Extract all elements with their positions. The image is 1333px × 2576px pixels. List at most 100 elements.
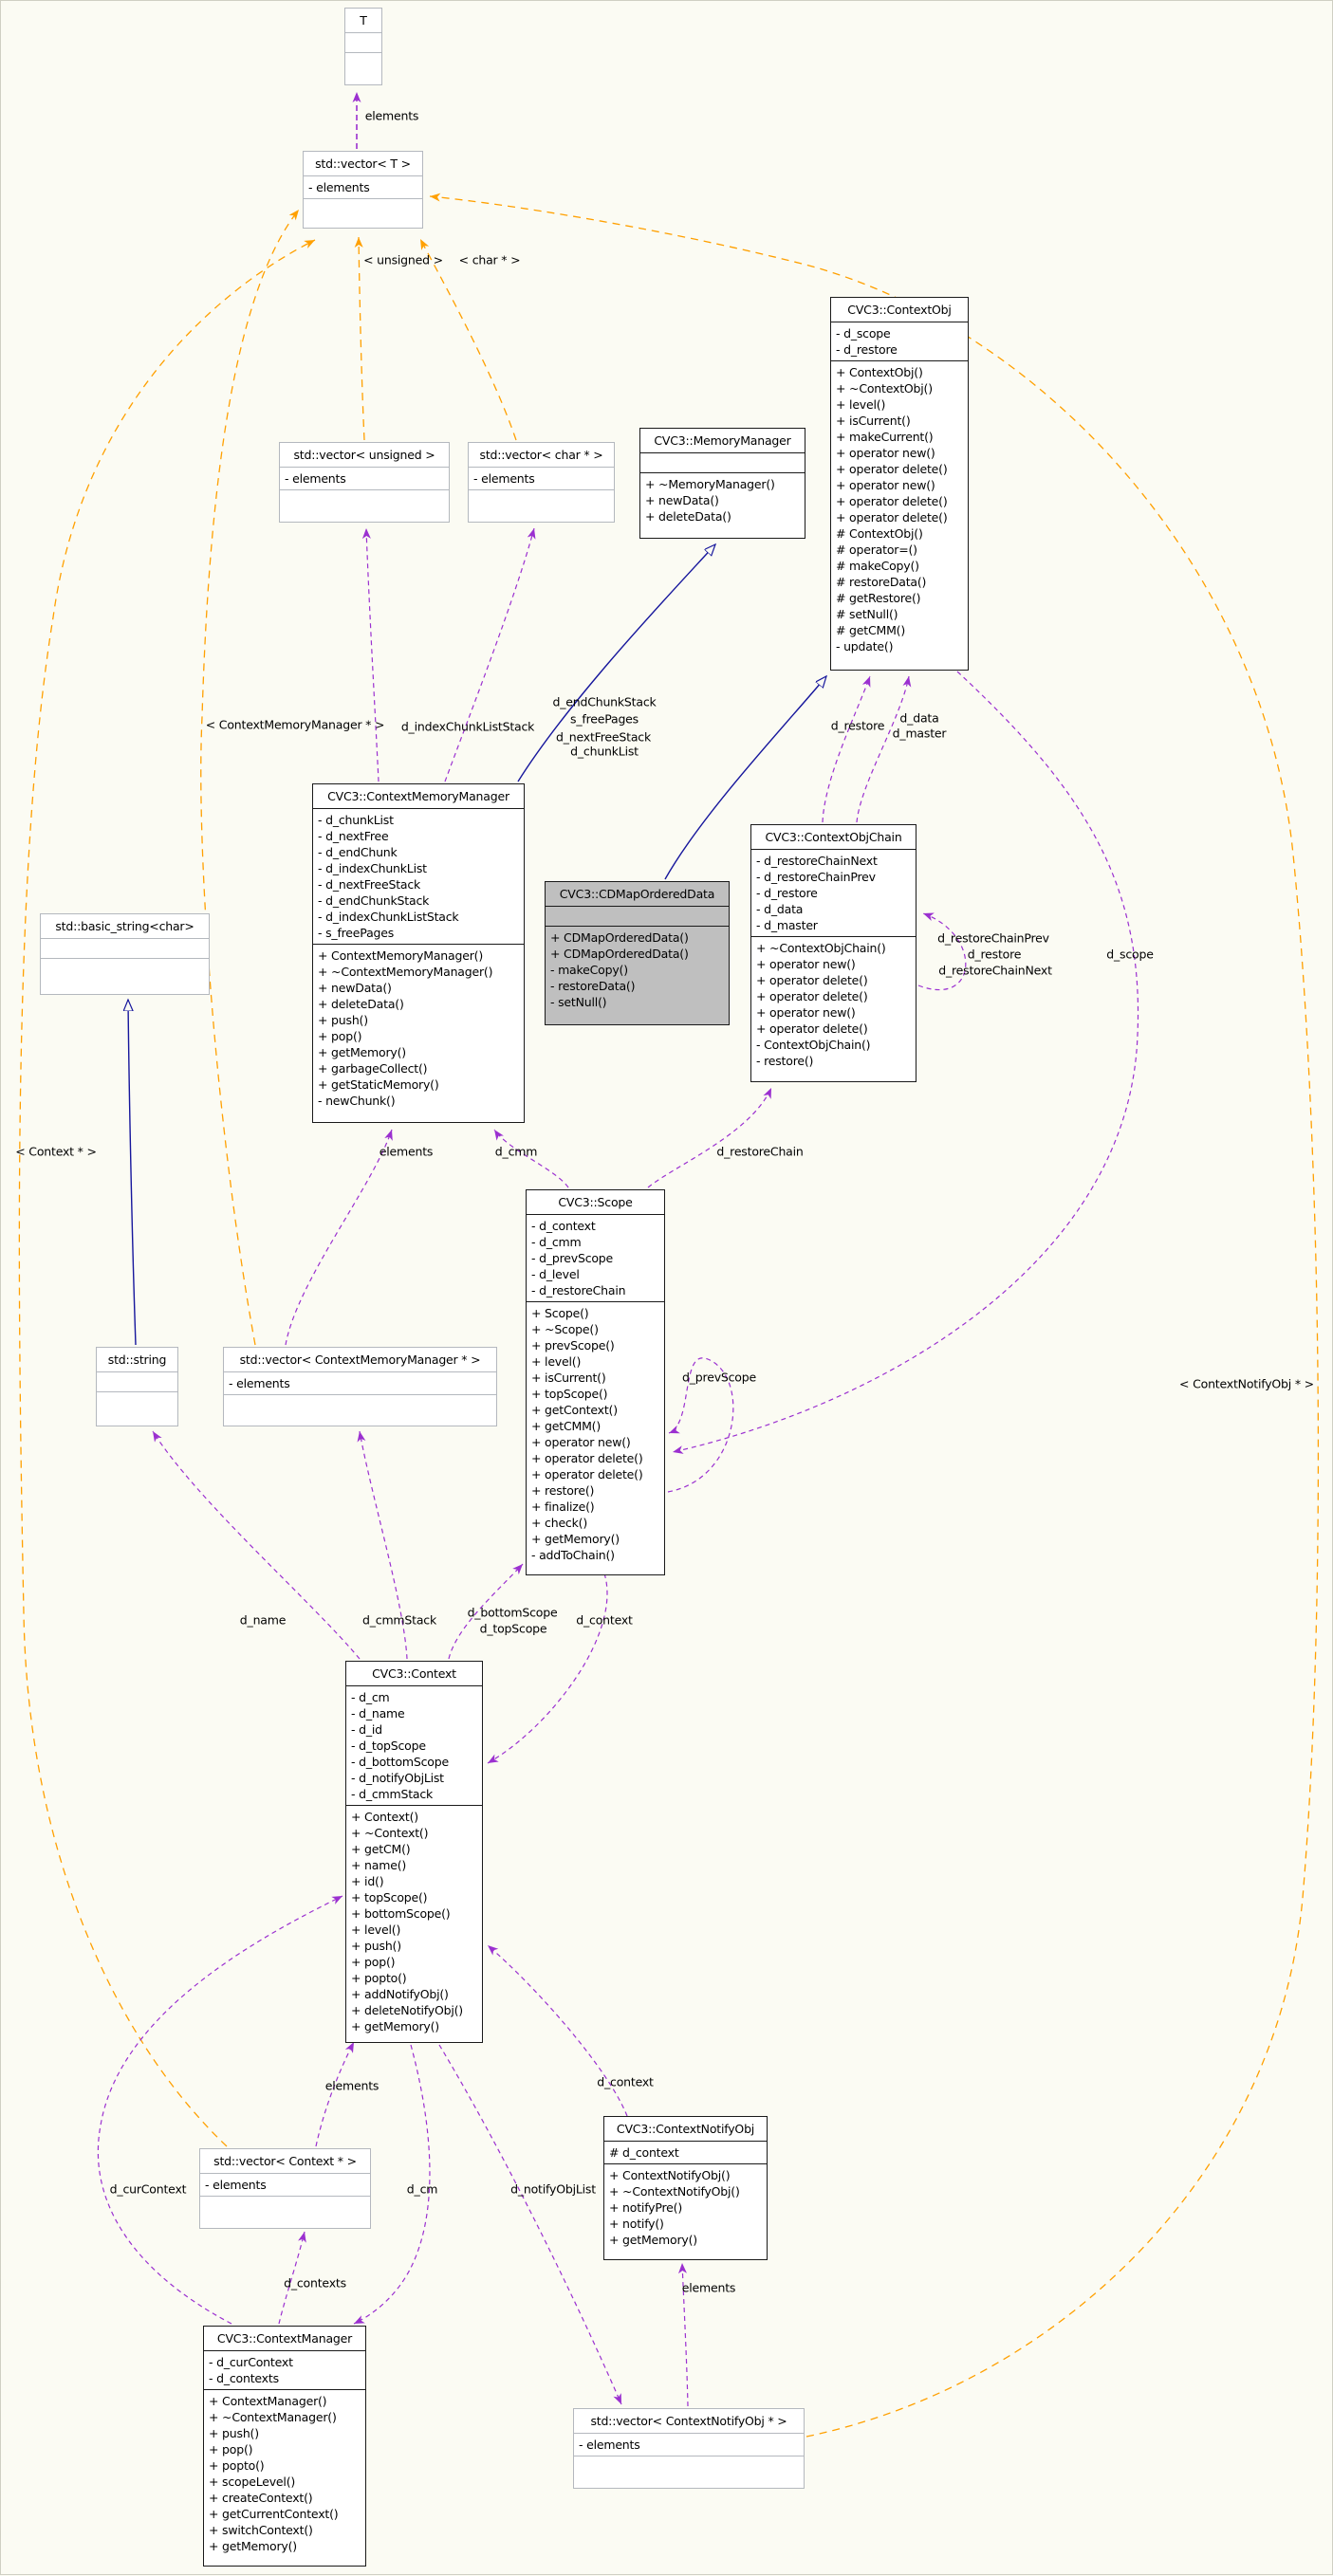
class-member: - d_contexts [209,2371,279,2385]
edge-label: d_restore [830,718,885,733]
class-member: - elements [579,2438,640,2452]
class-member: + getContext() [531,1403,618,1417]
edge-label: d_cmm [494,1144,538,1159]
class-member: + operator new() [836,478,935,492]
class-box-vector-cmm[interactable]: std::vector< ContextMemoryManager * >- e… [223,1347,497,1426]
class-box-vector-unsigned[interactable]: std::vector< unsigned >- elements [279,442,450,523]
class-member: + addNotifyObj() [351,1987,449,2001]
edge-elements-veccno-cno [677,2262,689,2407]
class-member: + getCMM() [531,1419,602,1433]
edge-label: < unsigned > [363,252,443,267]
class-member: + ~Scope() [531,1322,599,1336]
class-methods-vector-t [304,199,422,228]
edge-label: d_contexts [284,2275,346,2291]
class-methods-vector-cno [574,2456,804,2488]
class-methods-basic-string [41,959,209,994]
class-member: - d_restoreChainPrev [756,870,876,884]
class-box-context[interactable]: CVC3::Context- d_cm- d_name- d_id- d_top… [345,1661,483,2043]
class-member: - d_context [531,1219,596,1233]
edge-label: < Context * > [15,1144,97,1159]
class-member: # operator=() [836,543,917,557]
class-member: - elements [205,2178,267,2192]
edge-label: d_scope [1106,947,1154,962]
class-member: + level() [351,1923,401,1937]
class-member: + push() [209,2426,259,2440]
class-member: + operator delete() [836,510,948,524]
class-member: + prevScope() [531,1338,615,1352]
class-member: + switchContext() [209,2523,313,2537]
class-member: + ~Context() [351,1826,429,1840]
class-attrs-context-notify-obj: # d_context [604,2142,767,2164]
edge-d-topscope-bottomscope [448,1563,524,1660]
class-title-context-obj: CVC3::ContextObj [831,298,968,322]
class-member: # ContextObj() [836,526,923,541]
class-member: - restore() [756,1054,814,1068]
class-member: + ~ContextManager() [209,2410,337,2424]
class-box-context-obj-chain[interactable]: CVC3::ContextObjChain- d_restoreChainNex… [750,824,916,1082]
class-member: + ContextNotifyObj() [609,2168,731,2182]
class-methods-context-memory-manager: + ContextMemoryManager()+ ~ContextMemory… [313,945,524,1122]
edge-label: d_cm [406,2181,438,2197]
class-title-basic-string: std::basic_string<char> [41,914,209,939]
class-member: + check() [531,1516,587,1530]
edge-label: d_restoreChainPrev [937,930,1049,946]
edge-restorechain-selfloop [917,912,967,991]
class-box-std-string[interactable]: std::string [96,1347,178,1426]
class-box-context-obj[interactable]: CVC3::ContextObj- d_scope- d_restore+ Co… [830,297,969,671]
class-member: - d_level [531,1267,580,1281]
class-box-cdmap-ordered-data[interactable]: CVC3::CDMapOrderedData+ CDMapOrderedData… [545,881,730,1025]
class-member: + operator new() [836,446,935,460]
class-methods-context: + Context()+ ~Context()+ getCM()+ name()… [346,1806,482,2042]
edge-label: d_context [597,2074,654,2089]
class-member: + operator new() [756,957,856,971]
class-box-basic-string[interactable]: std::basic_string<char> [40,913,210,995]
class-attrs-context-manager: - d_curContext- d_contexts [204,2351,365,2390]
class-member: + ContextObj() [836,365,923,379]
edge-elements-veccmm-cmm [285,1129,393,1346]
class-member: + ~ContextObjChain() [756,941,886,955]
class-methods-vector-context [200,2197,370,2228]
class-methods-context-obj-chain: + ~ContextObjChain()+ operator new()+ op… [751,937,916,1081]
edge-label: d_cmmStack [361,1612,437,1628]
class-title-scope: CVC3::Scope [527,1190,664,1215]
class-attrs-cdmap-ordered-data [546,907,729,927]
class-member: - d_nextFreeStack [318,877,421,892]
class-member: - d_data [756,902,804,916]
class-box-t[interactable]: T [344,8,382,85]
edge-label: d_prevScope [682,1370,756,1385]
class-member: + push() [351,1939,401,1953]
class-member: - d_cmmStack [351,1787,434,1801]
class-box-context-notify-obj[interactable]: CVC3::ContextNotifyObj# d_context+ Conte… [603,2116,768,2260]
edge-label: elements [681,2280,736,2295]
class-attrs-vector-char-ptr: - elements [469,468,614,490]
class-title-vector-char-ptr: std::vector< char * > [469,443,614,468]
class-title-context-notify-obj: CVC3::ContextNotifyObj [604,2117,767,2142]
class-member: # getRestore() [836,591,921,605]
class-box-context-manager[interactable]: CVC3::ContextManager- d_curContext- d_co… [203,2326,366,2567]
class-member: + operator delete() [531,1467,643,1481]
class-title-context: CVC3::Context [346,1662,482,1686]
edge-label: d_restoreChain [716,1144,804,1159]
class-box-vector-char-ptr[interactable]: std::vector< char * >- elements [468,442,615,523]
edge-label: < ContextMemoryManager * > [205,717,385,732]
class-member: + operator delete() [836,462,948,476]
edge-template-char-ptr [419,238,517,441]
class-box-scope[interactable]: CVC3::Scope- d_context- d_cmm- d_prevSco… [526,1189,665,1575]
class-box-vector-t[interactable]: std::vector< T >- elements [303,151,423,229]
edge-label: d_nextFreeStack [555,729,652,745]
class-member: + popto() [351,1971,407,1985]
class-box-vector-cno[interactable]: std::vector< ContextNotifyObj * >- eleme… [573,2408,805,2489]
class-member: + notify() [609,2217,664,2231]
class-box-context-memory-manager[interactable]: CVC3::ContextMemoryManager- d_chunkList-… [312,783,525,1123]
class-member: + level() [531,1354,582,1369]
class-member: + CDMapOrderedData() [550,930,689,945]
class-box-memory-manager[interactable]: CVC3::MemoryManager+ ~MemoryManager()+ n… [639,428,805,539]
edge-d-contexts [278,2231,306,2325]
class-member: + getMemory() [351,2019,439,2033]
class-title-context-obj-chain: CVC3::ContextObjChain [751,825,916,850]
class-title-vector-context: std::vector< Context * > [200,2149,370,2174]
class-member: - update() [836,639,894,653]
class-member: + operator delete() [836,494,948,508]
edge-template-context-ptr [18,239,316,2147]
class-box-vector-context[interactable]: std::vector< Context * >- elements [199,2148,371,2229]
